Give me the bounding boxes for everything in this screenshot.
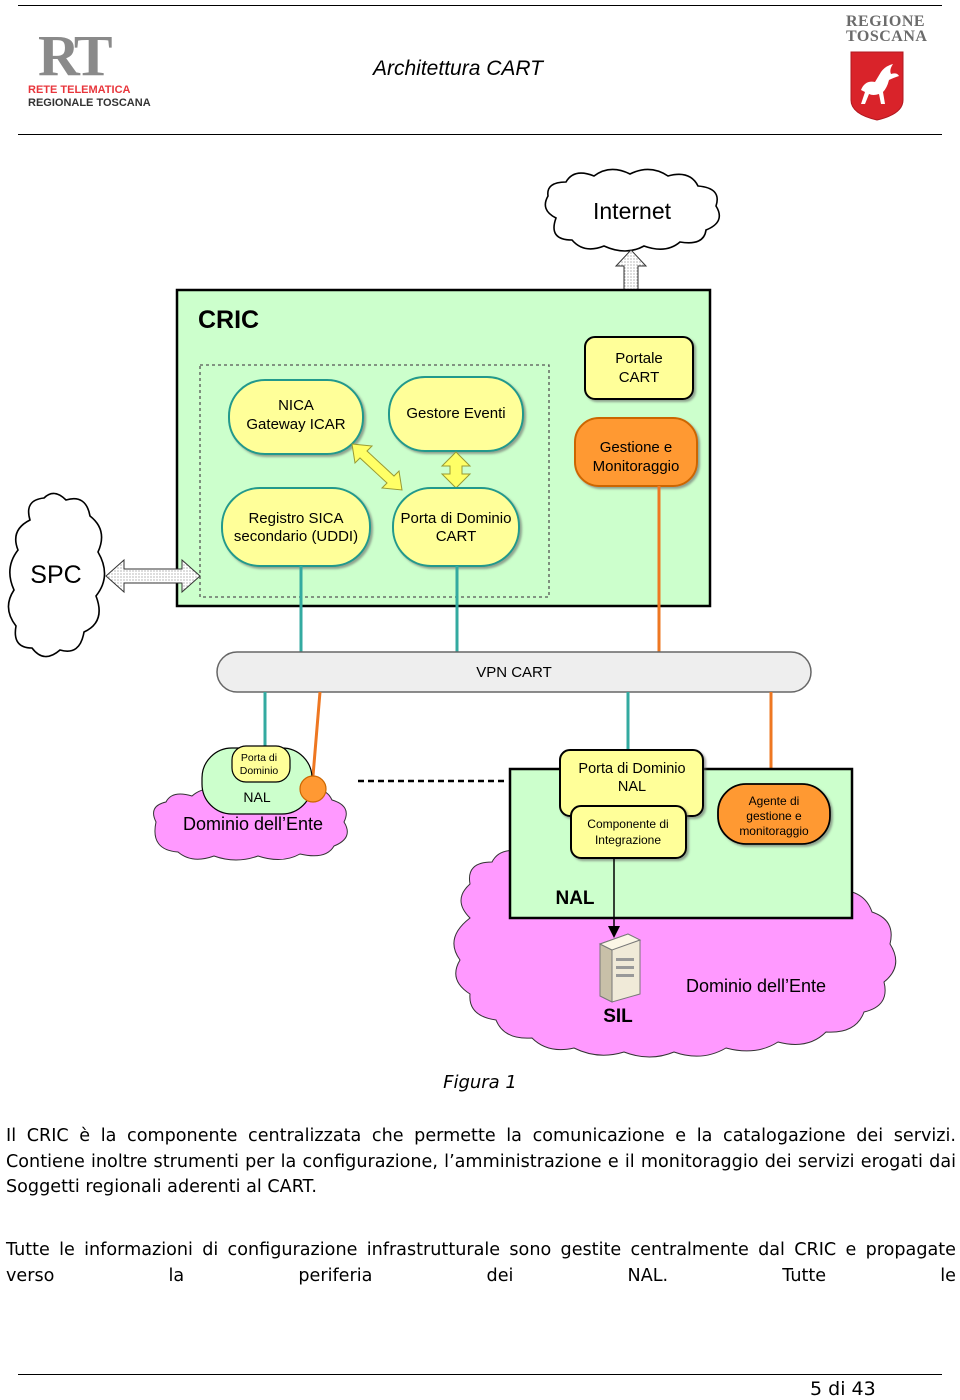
dominio-ente-right-label: Dominio dell’Ente [686,976,826,996]
gestore-eventi-node [388,376,524,452]
spc-double-arrow-icon [105,558,201,594]
rt-logo-letters: RT [38,23,113,88]
portale-cart-node [584,336,694,400]
footer-rule [18,1374,942,1375]
gestore-eventi-label: Gestore Eventi [406,405,505,422]
logo-left-line2: REGIONALE TOSCANA [28,97,151,109]
header-top-rule [18,5,942,6]
registro-label-line2: secondario (UDDI) [234,528,358,545]
gestione-label-line2: Monitoraggio [593,458,680,475]
vpn-left-orange-line [311,691,322,777]
portale-label-line2: CART [619,369,660,386]
small-porta-label-line2: Dominio [240,765,279,777]
internet-label: Internet [593,198,672,224]
regione-toscana-logo: REGIONE TOSCANA [846,14,936,126]
componente-label-line1: Componente di [587,817,668,831]
sil-label: SIL [603,1006,633,1027]
nica-gateway-node [228,379,364,455]
small-porta-label-line1: Porta di [241,752,277,764]
sil-server-icon [598,933,642,1003]
registro-sica-node [221,487,371,567]
registro-label-line1: Registro SICA [248,510,343,527]
architecture-diagram: Internet CRIC NICA Gateway ICAR Gestore … [7,168,897,1058]
gestione-monitoraggio-node [574,417,698,487]
porta-cart-label-line1: Porta di Dominio [401,510,512,527]
figure-caption: Figura 1 [443,1072,517,1093]
componente-sil-arrowhead-icon [608,926,620,938]
logo-right-line1: REGIONE [846,13,926,30]
componente-integrazione-node [570,805,687,859]
spc-cloud [7,492,106,658]
paragraph-2: Tutte le informazioni di configurazione … [6,1240,956,1286]
agente-gestione-node [717,783,831,845]
rete-telematica-logo: RT RETE TELEMATICA REGIONALE TOSCANA [28,22,158,114]
spc-label: SPC [30,561,81,589]
porta-dominio-cart-node [392,487,520,567]
logo-left-line1: RETE TELEMATICA [28,84,131,96]
porta-cart-label-line2: CART [436,528,477,545]
porta-nal-label-line1: Porta di Dominio [578,761,685,777]
portale-label-line1: Portale [615,350,663,367]
nica-group-dotted-box [199,364,550,598]
paragraph-1: Il CRIC è la componente centralizzata ch… [6,1126,956,1197]
cric-label: CRIC [198,306,259,334]
gestione-label-line1: Gestione e [600,439,673,456]
componente-label-line2: Integrazione [595,833,661,847]
page-header-title: Architettura CART [373,57,543,80]
vpn-label: VPN CART [476,664,552,681]
agente-label-line3: monitoraggio [739,824,809,838]
small-agent-node [299,775,327,803]
agente-label-line1: Agente di [749,794,800,808]
nica-label-line2: Gateway ICAR [246,416,345,433]
nica-registro-arrow-icon [351,443,403,491]
nal-label: NAL [555,888,594,909]
logo-right-line2: TOSCANA [846,28,928,45]
internet-cloud [544,168,721,252]
nica-label-line1: NICA [278,397,314,414]
dominio-ente-left-label: Dominio dell’Ente [183,814,323,834]
small-nal-label: NAL [243,789,270,805]
agente-label-line2: gestione e [746,809,802,823]
header-bottom-rule [18,134,942,135]
porta-nal-label-line2: NAL [618,779,646,795]
small-porta-dominio-badge [231,745,291,783]
pegasus-emblem-icon [850,51,904,121]
rt-logo-mark: RT [38,22,113,89]
page-number: 5 di 43 [810,1378,876,1400]
vpn-cart-bar [216,651,812,693]
